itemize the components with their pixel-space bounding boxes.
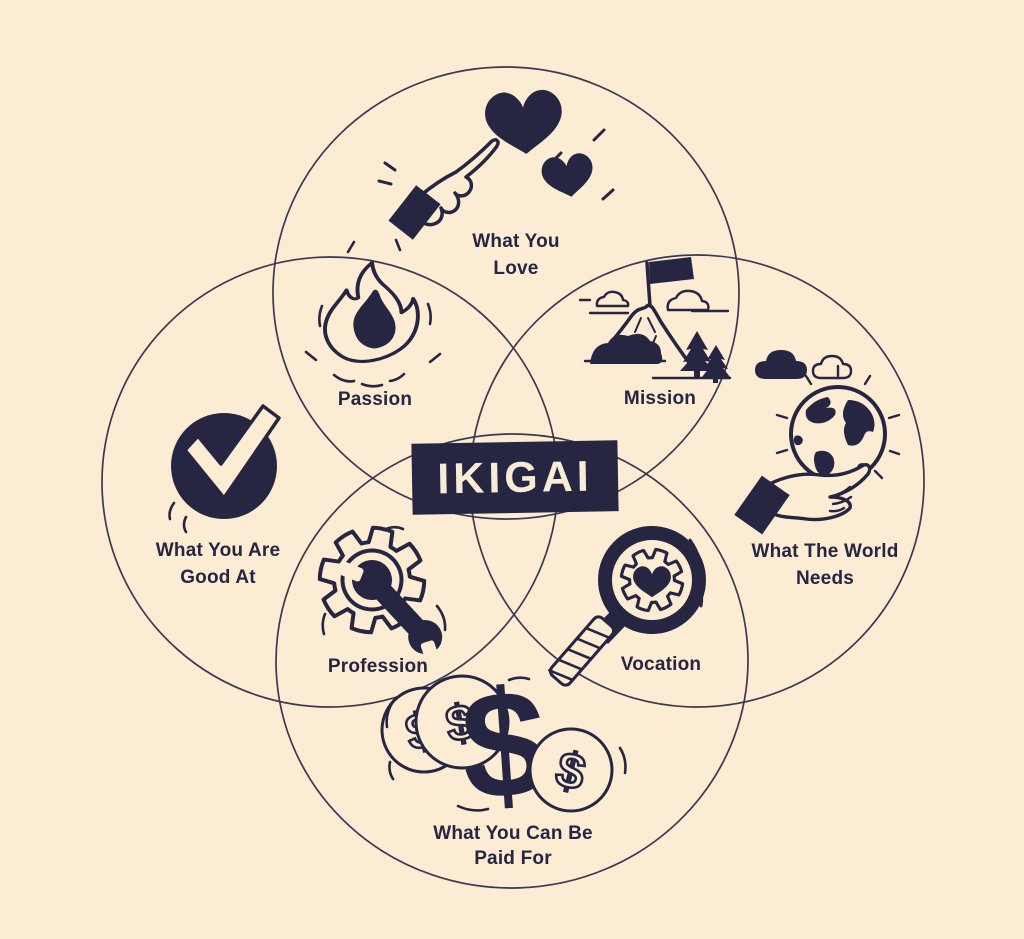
hand-cuff xyxy=(388,185,441,240)
dollar-coins-icon: $ $ $ $ xyxy=(380,657,627,833)
label-world-needs-line1: What The World xyxy=(751,541,898,562)
cloud-right xyxy=(666,289,710,312)
label-world-needs-line2: Needs xyxy=(796,568,854,589)
small-heart-icon xyxy=(541,153,593,197)
flag-pole xyxy=(645,261,652,308)
circle-top xyxy=(272,66,740,520)
cloud-left xyxy=(595,290,630,308)
bushes xyxy=(590,333,663,364)
label-good-at-line2: Good At xyxy=(180,567,256,588)
mountain-outline xyxy=(594,303,692,366)
label-vocation: Vocation xyxy=(621,654,701,675)
gear-wrench-icon xyxy=(317,525,447,665)
cloud-filled xyxy=(755,350,807,379)
circle-bottom xyxy=(275,433,749,889)
coin-right xyxy=(528,727,614,813)
continents xyxy=(793,397,875,476)
label-paid-for-line1: What You Can Be xyxy=(433,823,593,844)
label-love-line2: Love xyxy=(493,258,538,279)
wrench xyxy=(339,560,443,665)
banner-rect xyxy=(411,440,619,515)
magnifier-ring xyxy=(598,526,706,634)
labels: What You Love What You Are Good At What … xyxy=(156,231,899,869)
checkmark xyxy=(183,404,281,500)
label-passion: Passion xyxy=(338,389,412,410)
label-love-line1: What You xyxy=(472,231,559,252)
label-mission: Mission xyxy=(624,388,696,409)
label-paid-for-line2: Paid For xyxy=(474,848,552,869)
label-profession: Profession xyxy=(328,656,428,677)
flag xyxy=(649,257,694,284)
checkmark-circle-icon xyxy=(168,404,281,534)
globe-in-hand-icon xyxy=(734,350,901,535)
ikigai-banner: IKIGAI xyxy=(411,440,619,515)
pine-trees xyxy=(680,331,730,383)
mountain-flag-icon xyxy=(578,257,732,383)
hand-cuff xyxy=(734,475,790,535)
heart-in-gear xyxy=(633,566,671,598)
magnifier-handle xyxy=(548,615,616,687)
venn-circles xyxy=(101,66,925,889)
flame-icon xyxy=(304,238,442,388)
pointing-hand-hearts-icon xyxy=(377,89,615,240)
label-good-at-line1: What You Are xyxy=(156,540,281,561)
big-heart-icon xyxy=(485,89,562,154)
center-title: IKIGAI xyxy=(437,453,593,504)
magnifier-gear-heart-icon xyxy=(548,526,706,687)
big-dollar: $ xyxy=(456,657,552,832)
cloud-outlined xyxy=(811,354,853,380)
coin-front xyxy=(414,674,510,770)
